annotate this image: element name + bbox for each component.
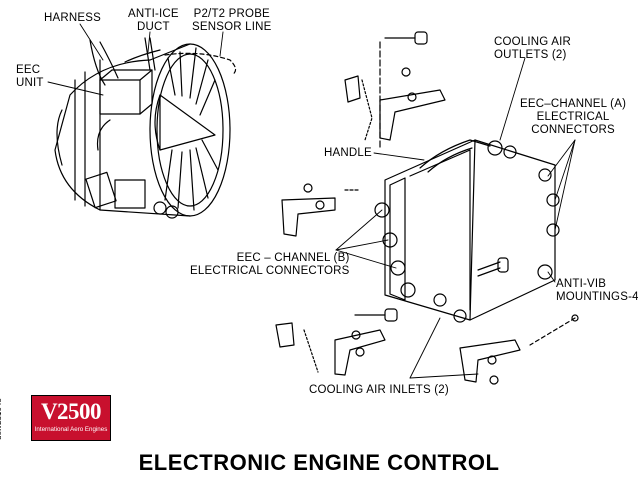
- logo-sub-text: International Aero Engines: [34, 426, 108, 433]
- eec-channel-b-bracket: [281, 183, 361, 237]
- anti-vib-bracket-lower: [459, 314, 579, 385]
- eec-channel-a-label-line3: CONNECTORS: [531, 124, 615, 136]
- anti-ice-duct-label-line1: ANTI-ICE: [128, 8, 179, 20]
- handle-label: HANDLE: [324, 147, 372, 159]
- eec-unit-label-line1: EEC: [16, 64, 41, 76]
- cooling-air-outlet-bracket-top: [344, 31, 446, 151]
- cooling-air-outlets-label-line2: OUTLETS (2): [494, 49, 567, 61]
- anti-vib-label-line1: ANTI-VIB: [556, 278, 607, 290]
- eec-box: [374, 139, 560, 323]
- eec-channel-a-label-line1: EEC–CHANNEL (A): [520, 98, 627, 110]
- eec-channel-b-label: EEC – CHANNEL (B) ELECTRICAL CONNECTORS: [190, 252, 349, 278]
- eec-unit-label: EEC UNIT: [16, 64, 44, 90]
- logo-main-text: V2500: [40, 399, 102, 424]
- anti-vib-label: ANTI-VIB MOUNTINGS-4: [556, 278, 638, 304]
- engine-fan-case: [54, 37, 237, 219]
- eec-channel-a-label: EEC–CHANNEL (A) ELECTRICAL CONNECTORS: [520, 98, 626, 137]
- reference-code: detv251048: [0, 398, 3, 440]
- cooling-air-inlets-label: COOLING AIR INLETS (2): [309, 384, 449, 396]
- cooling-air-inlet-bracket: [275, 308, 398, 376]
- anti-vib-label-line2: MOUNTINGS-4: [556, 291, 638, 303]
- p2t2-probe-label-line1: P2/T2 PROBE: [193, 8, 270, 20]
- p2t2-probe-label: P2/T2 PROBE SENSOR LINE: [192, 8, 272, 34]
- cooling-air-outlets-label: COOLING AIR OUTLETS (2): [494, 36, 571, 62]
- cooling-air-outlets-label-line1: COOLING AIR: [494, 36, 571, 48]
- leader-lines: [47, 23, 576, 379]
- p2t2-probe-label-line2: SENSOR LINE: [192, 21, 272, 33]
- eec-channel-b-label-line1: EEC – CHANNEL (B): [236, 252, 350, 264]
- eec-channel-a-label-line2: ELECTRICAL: [536, 111, 610, 123]
- page-title: ELECTRONIC ENGINE CONTROL: [138, 450, 500, 475]
- harness-label: HARNESS: [44, 12, 101, 24]
- eec-channel-b-label-line2: ELECTRICAL CONNECTORS: [190, 265, 350, 277]
- v2500-logo: V2500 International Aero Engines: [31, 395, 111, 441]
- anti-ice-duct-label-line2: DUCT: [137, 21, 170, 33]
- anti-ice-duct-label: ANTI-ICE DUCT: [128, 8, 179, 34]
- eec-unit-label-line2: UNIT: [16, 77, 44, 89]
